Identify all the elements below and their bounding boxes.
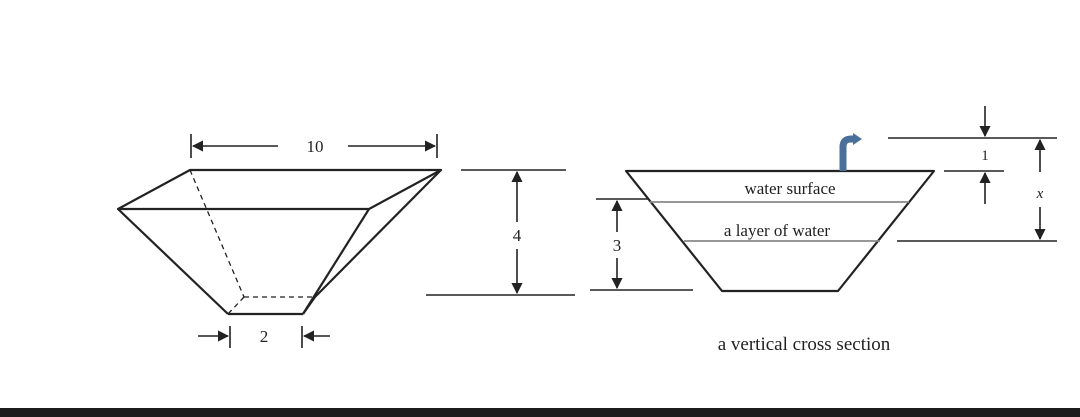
distance-x-label: x <box>1036 186 1044 202</box>
tank-front-left-edge <box>117 208 229 315</box>
pump-gap-label: 1 <box>981 148 989 164</box>
cross-section <box>624 169 936 293</box>
bottom-length-label: 2 <box>260 327 269 346</box>
tank-3d <box>116 168 443 316</box>
water-layer-label: a layer of water <box>724 221 831 240</box>
pump-pipe <box>839 135 855 171</box>
cross-section-outline <box>624 169 936 293</box>
tank-back-right-edge <box>314 169 442 298</box>
water-surface-label: water surface <box>744 179 835 198</box>
tank-height-label: 4 <box>513 226 522 245</box>
height-dimensions <box>426 169 693 296</box>
water-depth-label: 3 <box>613 236 622 255</box>
top-length-dimension <box>190 134 438 158</box>
cross-section-caption: a vertical cross section <box>718 334 891 355</box>
bottom-bar <box>0 408 1080 417</box>
tank-top-rim <box>116 168 443 211</box>
tank-front-right-edge <box>302 208 370 315</box>
pump-dimensions <box>888 106 1057 242</box>
tank-bottom-right-edge <box>302 296 316 315</box>
pump-pipe-tip <box>853 133 862 145</box>
bottom-length-dimension <box>198 326 330 348</box>
tank-hidden-edges <box>189 169 315 315</box>
top-length-label: 10 <box>307 137 324 156</box>
